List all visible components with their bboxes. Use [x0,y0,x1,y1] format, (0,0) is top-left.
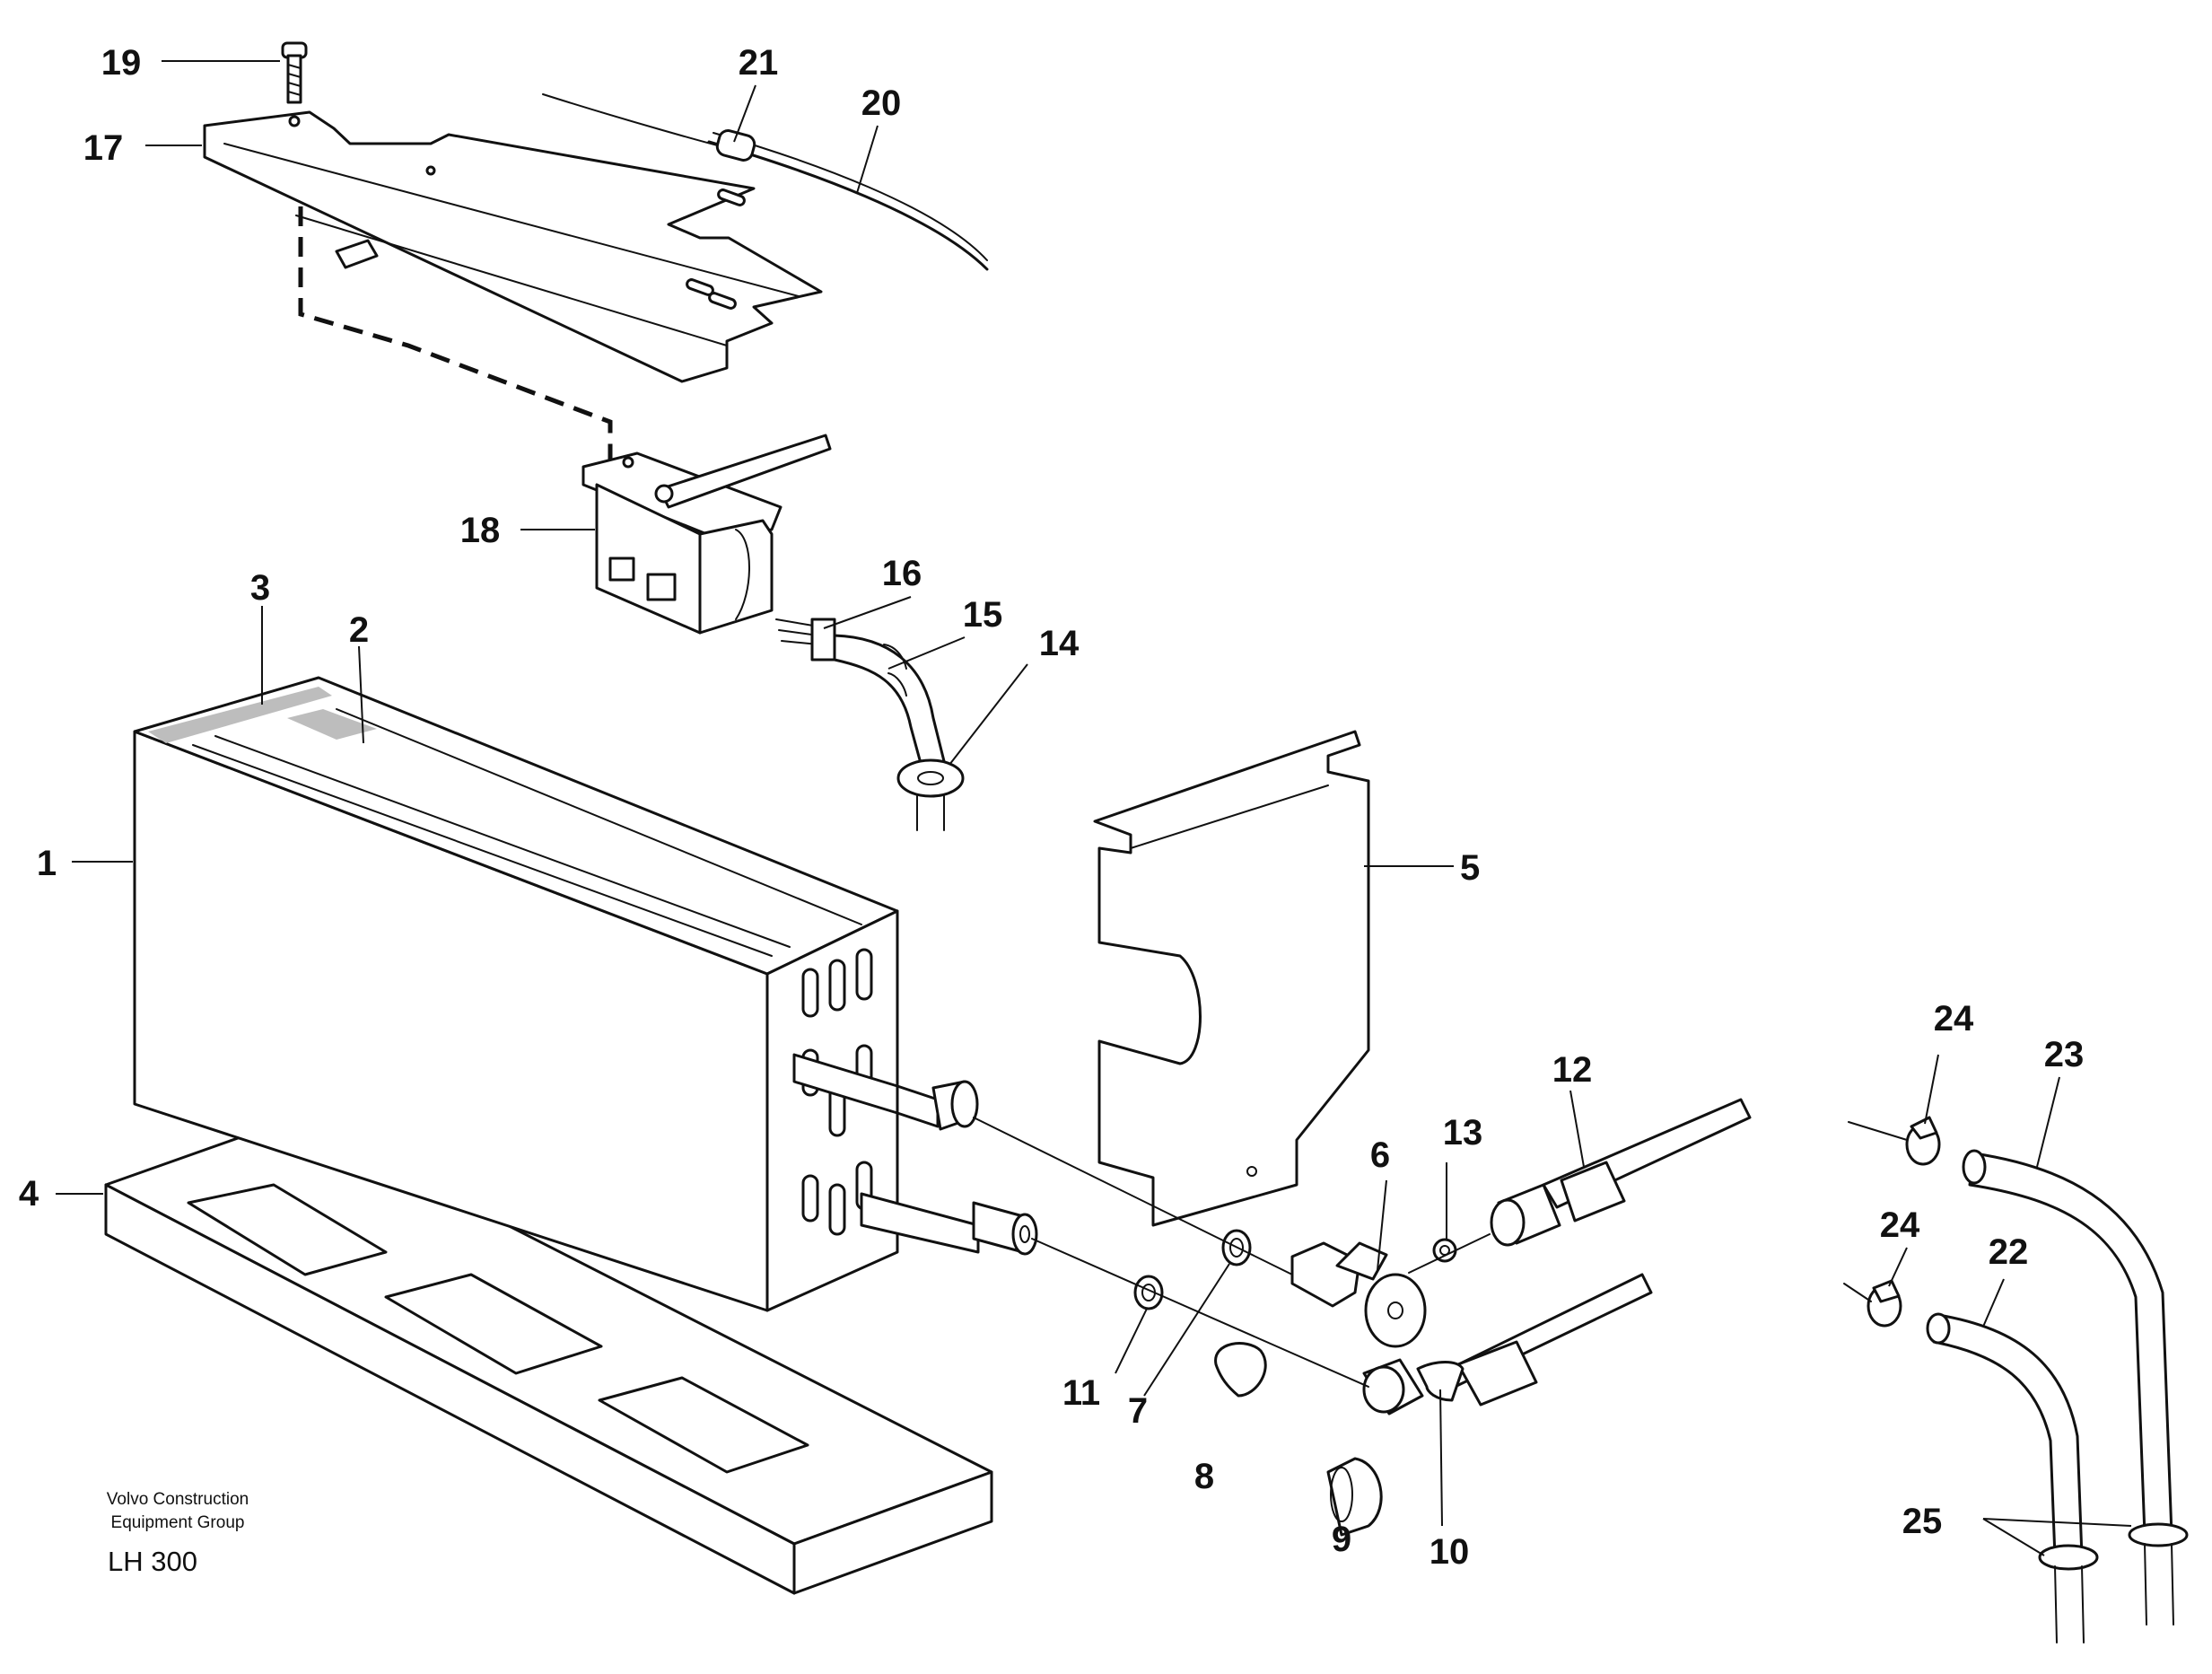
callout-label: 14 [1039,624,1080,663]
heater-pipes [792,1053,1038,1256]
callout-label: 16 [882,554,922,593]
screw [281,41,308,104]
callout-label: 5 [1460,848,1480,888]
callout-labels: 1 2 3 4 5 6 7 8 9 10 11 12 13 14 15 16 1… [19,43,2084,1572]
callout-label: 24 [1934,999,1974,1039]
callout-label: 4 [19,1174,39,1214]
callout-label: 8 [1194,1457,1214,1496]
hose-with-elbow [1362,1273,1653,1415]
callout-label: 17 [83,128,124,168]
callout-label: 21 [739,43,779,83]
wiring-harness [775,618,965,831]
callout-label: 19 [101,43,142,83]
callout-label: 11 [1062,1373,1100,1413]
leader-lines [56,60,2132,1556]
callout-label: 7 [1128,1391,1148,1431]
footer-company-line-2: Equipment Group [111,1513,245,1532]
callout-label: 13 [1443,1113,1483,1153]
callout-label: 15 [963,595,1003,635]
callout-label: 2 [349,610,369,650]
callout-label: 23 [2044,1035,2085,1074]
dashed-link [298,206,613,462]
heater-housing [133,676,899,1312]
callout-label: 24 [1880,1205,1920,1245]
callout-label: 3 [250,568,270,608]
bent-hose-22 [1926,1312,2099,1643]
bent-hose-23 [1962,1149,2189,1626]
mounting-bracket [203,110,823,383]
callout-label: 10 [1429,1532,1470,1572]
callout-label: 6 [1370,1135,1390,1175]
switch [581,434,832,635]
footer: Volvo Construction Equipment Group LH 30… [107,1490,249,1577]
callout-label: 1 [37,844,57,883]
hose-with-fitting [1490,1098,1752,1247]
base-plate [104,1116,993,1595]
callout-label: 12 [1552,1050,1593,1090]
assembly-lines [973,1117,1908,1388]
callout-label: 18 [460,511,501,550]
callout-label: 20 [861,83,902,123]
callout-label: 9 [1332,1520,1351,1559]
hose-clamps [1867,1116,1941,1328]
valve [1290,1241,1427,1348]
control-cable [542,93,989,271]
footer-model-code: LH 300 [108,1546,197,1577]
footer-company-line-1: Volvo Construction [107,1490,249,1509]
cover-plate [1093,730,1370,1227]
small-parts [1133,1229,1457,1537]
callout-label: 25 [1902,1502,1943,1541]
callout-label: 22 [1989,1232,2029,1272]
